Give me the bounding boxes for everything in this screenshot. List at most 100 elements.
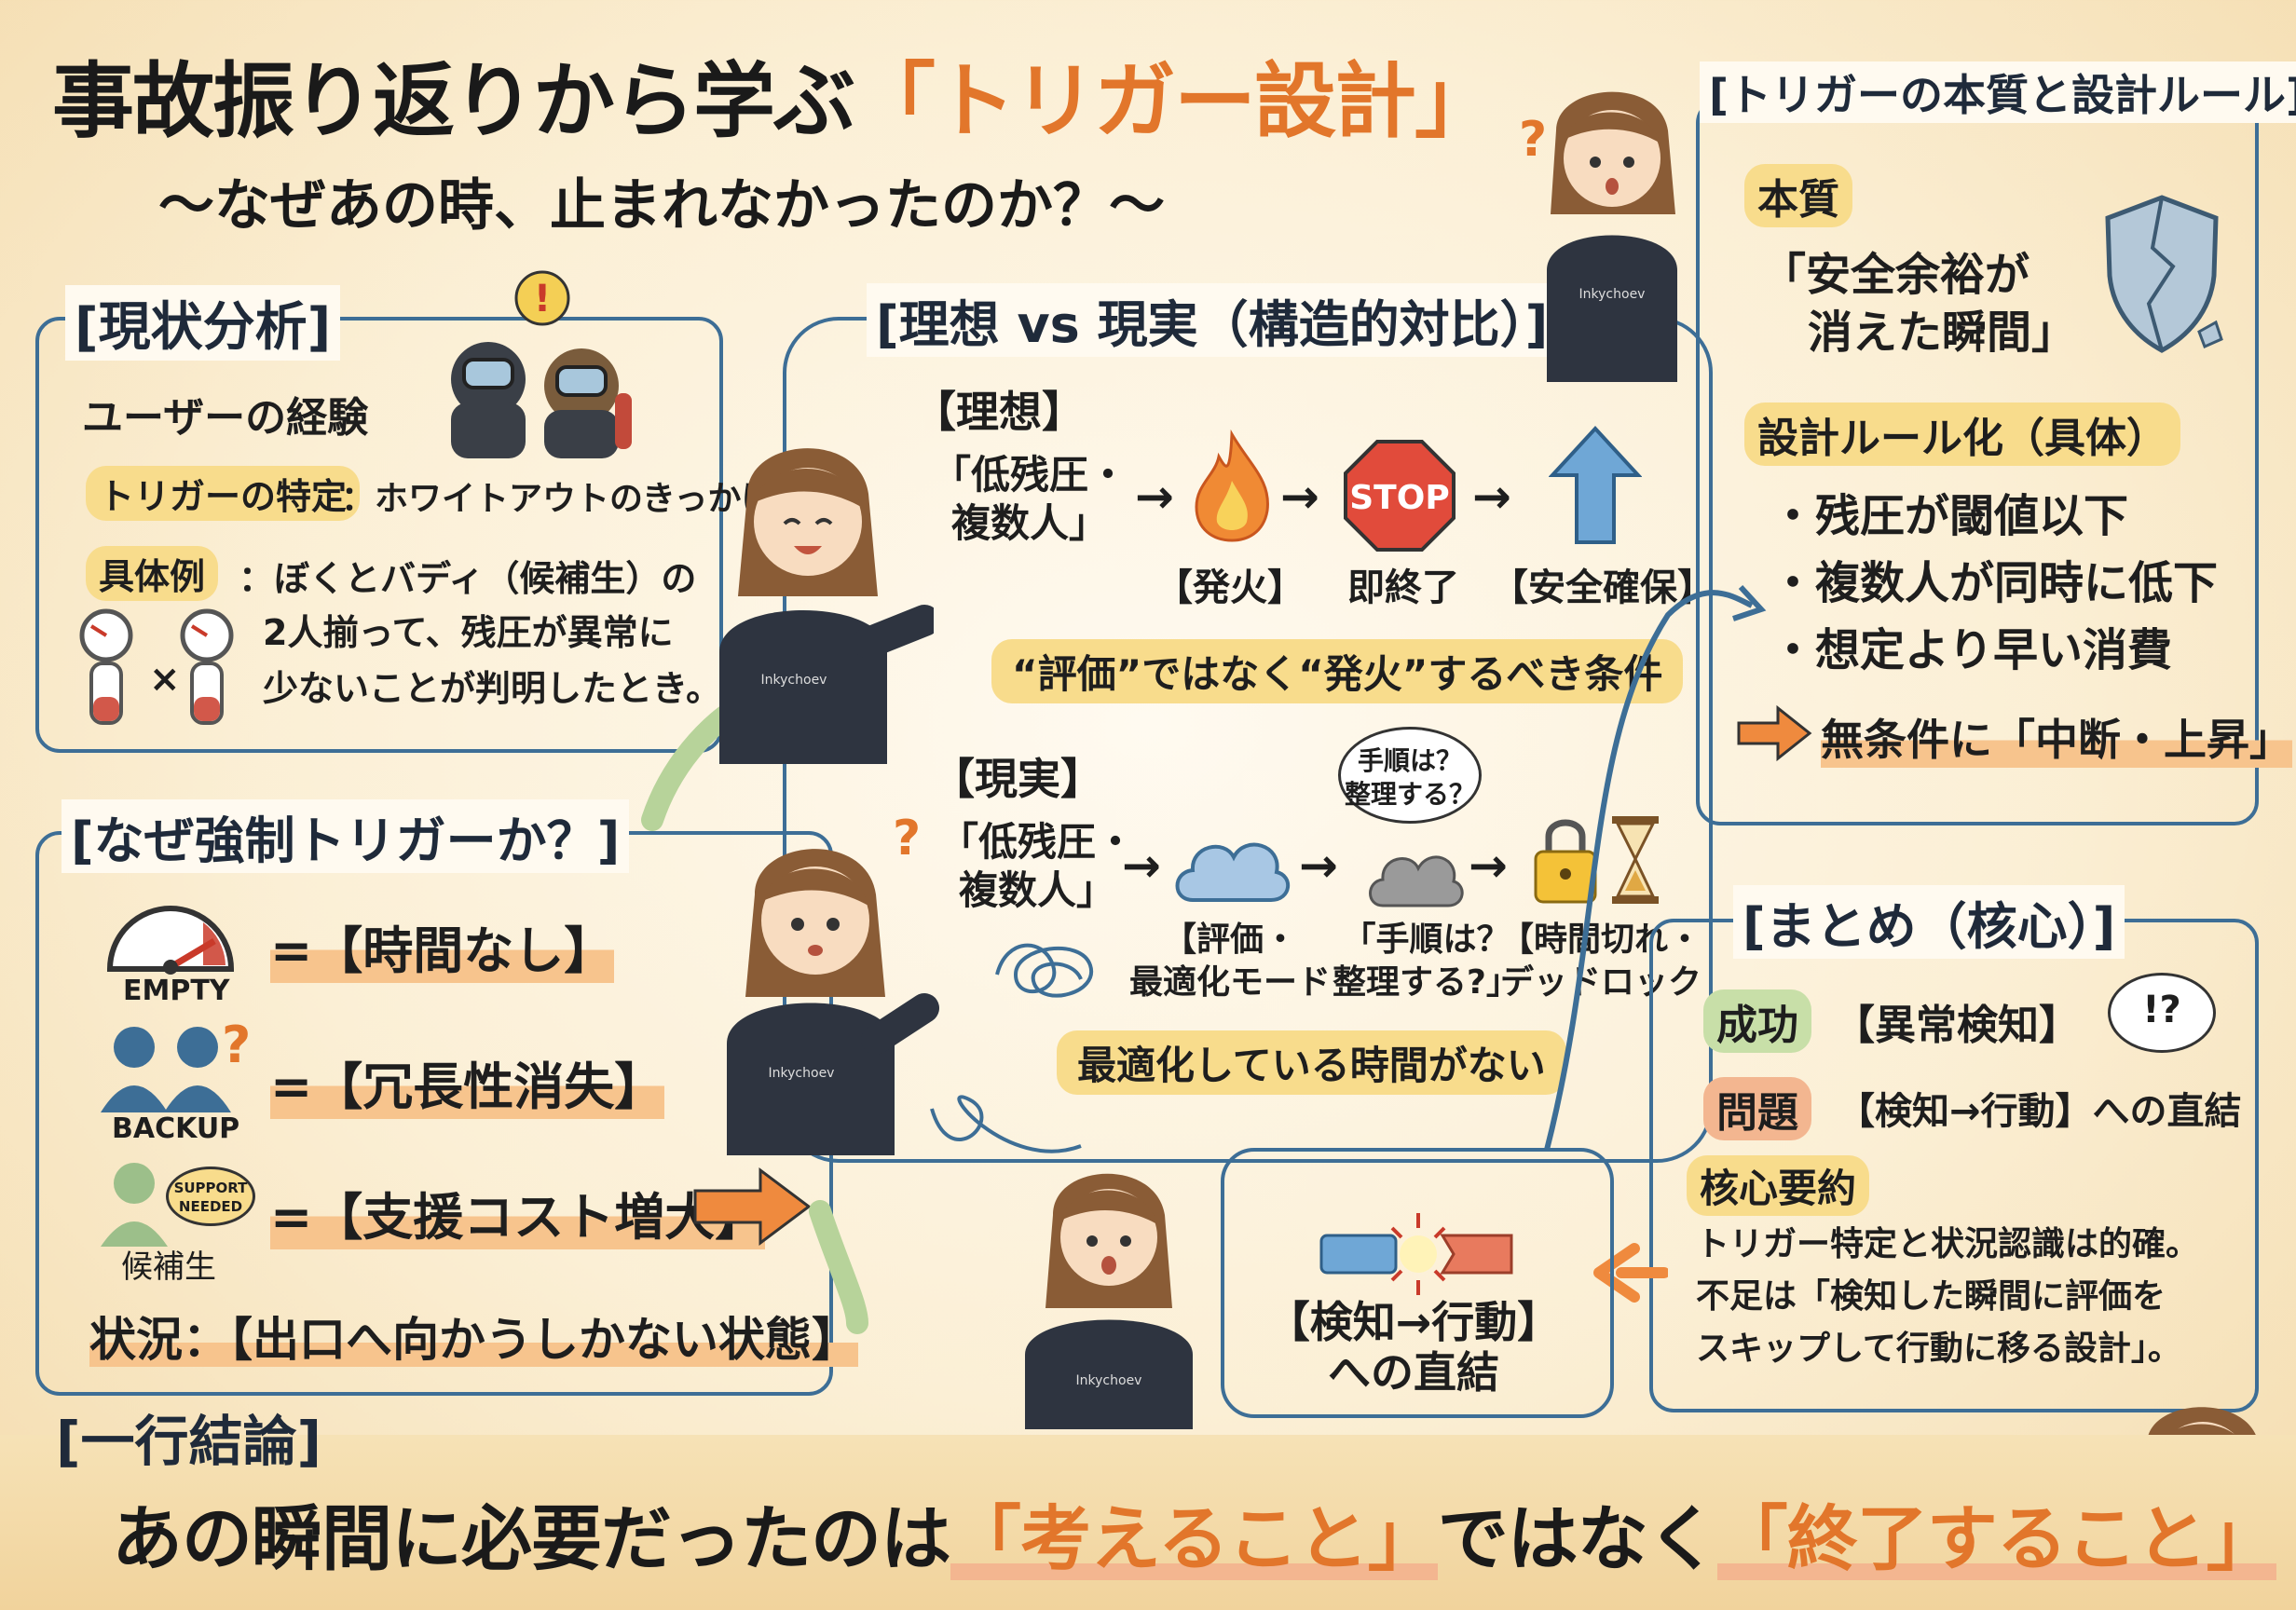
summary-left-arrow-icon	[1593, 1243, 1668, 1303]
core-line3: スキップして行動に移る設計」。	[1696, 1330, 2181, 1368]
reality-arrow-2: →	[1299, 839, 1338, 893]
candidate-label: 候補生	[121, 1248, 216, 1286]
core-line1: トリガー特定と状況認識は的確。	[1696, 1225, 2200, 1263]
essence-result-arrow-icon	[1737, 704, 1812, 762]
thinking-diver-character: Inkychoev	[1547, 91, 1677, 382]
essence-text-line1: 「安全余裕が	[1761, 249, 2030, 301]
situation-highlight: 状況：【出口へ向かうしかない状態】	[89, 1313, 858, 1367]
summary-thought-bubble: !?	[2108, 973, 2216, 1053]
example-line3: 少ないことが判明したとき。	[263, 668, 722, 709]
gray-thought-cloud-icon	[1369, 855, 1464, 907]
rule-2: ・複数人が同時に低下	[1770, 557, 2219, 609]
ideal-condition-line1: 「低残圧・	[932, 452, 1128, 498]
ideal-condition-line2: 複数人」	[951, 500, 1109, 546]
ideal-label: 【理想】	[913, 387, 1085, 437]
reality-question-icon: ?	[893, 811, 922, 866]
situation-text: 状況：【出口へ向かうしかない状態】	[89, 1303, 858, 1370]
ideal-arrow-1: →	[1135, 470, 1174, 524]
trigger-text: ：ホワイトアウトのきっかけ。	[341, 480, 807, 518]
ideal-note: “評価”ではなく“発火”するべき条件	[991, 639, 1684, 703]
reality-arrow-3: →	[1469, 839, 1508, 893]
essence-text: 「安全余裕が 消えた瞬間」	[1761, 246, 2076, 362]
stop-label: 即終了	[1347, 566, 1459, 609]
example-line2: 2人揃って、残圧が異常に	[263, 612, 674, 653]
backup-text: =【冗長性消失】	[270, 1045, 665, 1119]
backup-people-icon	[101, 1027, 231, 1112]
fire-label: 【発火】	[1155, 566, 1305, 609]
conclusion-part4: 「終了すること」	[1716, 1497, 2277, 1580]
suit-brand-2: Inkychoev	[761, 673, 827, 688]
timeout-label-line2: デッドロック	[1500, 963, 1702, 1002]
empty-text: =【時間なし】	[270, 909, 615, 983]
cloud-icon	[1175, 842, 1291, 902]
divers-illustration: !	[451, 270, 632, 458]
core-line2: 不足は「検知した瞬間に評価を	[1696, 1277, 2166, 1316]
up-arrow-icon	[1549, 426, 1642, 544]
main-title: 事故振り返りから学ぶ「トリガー設計」	[52, 35, 1496, 154]
example-label: 具体例	[86, 546, 219, 601]
user-experience-label: ユーザーの経験	[82, 394, 369, 442]
stop-sign-text: STOP	[1349, 479, 1449, 517]
title-part2: 「トリガー設計」	[854, 53, 1496, 149]
success-text: 【異常検知】	[1834, 1002, 2080, 1049]
empty-gauge-icon	[106, 906, 235, 975]
ideal-reality-heading: [理想 vs 現実（構造的対比）]	[867, 283, 1558, 357]
core-label: 核心要約	[1687, 1155, 1870, 1216]
suit-brand-3: Inkychoev	[769, 1066, 835, 1081]
summary-heading: [まとめ（核心）]	[1733, 885, 2125, 959]
direct-link-line1: 【検知→行動】	[1266, 1297, 1561, 1347]
current-analysis-heading: [現状分析]	[65, 285, 341, 361]
support-needed-badge: SUPPORT NEEDED	[166, 1167, 255, 1226]
support-badge-line2: NEEDED	[178, 1198, 243, 1215]
problem-label: 問題	[1703, 1077, 1811, 1140]
direct-link-panel	[1221, 1148, 1614, 1418]
diver-alert-icon: !	[534, 278, 551, 321]
backup-label: BACKUP	[112, 1112, 240, 1145]
suit-brand-1: Inkychoev	[1579, 287, 1646, 302]
backup-question-icon: ?	[222, 1016, 252, 1074]
safe-label: 【安全確保】	[1491, 566, 1715, 609]
broken-shield-icon	[2105, 195, 2223, 353]
candidate-person-icon	[101, 1163, 168, 1247]
reality-note: 最適化している時間がない	[1057, 1030, 1566, 1095]
success-label: 成功	[1703, 989, 1811, 1053]
reality-condition-line1: 「低残圧・	[939, 819, 1136, 865]
conclusion-heading: [一行結論]	[56, 1410, 322, 1473]
support-badge-line1: SUPPORT	[173, 1180, 248, 1196]
ideal-condition: 「低残圧・ 複数人」	[932, 451, 1128, 548]
conclusion-part1: あの瞬間に必要だったのは	[112, 1497, 951, 1580]
conclusion-part2: 「考えること」	[950, 1497, 1439, 1580]
ideal-arrow-3: →	[1472, 470, 1511, 524]
orange-arrow-right-icon	[693, 1167, 812, 1246]
cloud-label-line1: 【評価・	[1163, 921, 1298, 959]
current-analysis-panel	[35, 317, 723, 753]
title-part1: 事故振り返りから学ぶ	[52, 53, 855, 149]
reality-label: 【現実】	[932, 754, 1103, 804]
thinking-question-icon: ?	[1519, 112, 1548, 168]
surprised-diver-character: Inkychoev	[1025, 1173, 1193, 1429]
rule-1: ・残圧が閾値以下	[1770, 490, 2129, 542]
thought-label-line1: 「手順は？	[1342, 921, 1510, 959]
reality-condition: 「低残圧・ 複数人」	[939, 818, 1135, 915]
connection-clash-icon	[1319, 1213, 1513, 1295]
essence-result: 無条件に「中断・上昇」	[1821, 706, 2292, 768]
tangled-scribble-icon	[995, 943, 1094, 998]
reality-condition-line2: 複数人」	[959, 867, 1116, 913]
thought-label-line2: 整理する?」	[1332, 963, 1520, 1002]
essence-text-line2: 消えた瞬間」	[1808, 307, 2077, 359]
subtitle: ～なぜあの時、止まれなかったのか？～	[158, 173, 1165, 239]
trigger-label: トリガーの特定	[86, 466, 361, 521]
direct-link-label: 【検知→行動】 への直結	[1249, 1297, 1578, 1398]
smiling-diver-character: Inkychoev	[719, 448, 934, 764]
empty-label: EMPTY	[123, 975, 230, 1007]
ideal-arrow-2: →	[1280, 470, 1319, 524]
thinking-bubble-line2: 整理する？	[1344, 779, 1475, 810]
worried-diver-character: Inkychoev	[727, 849, 939, 1155]
suit-brand-4: Inkychoev	[1076, 1373, 1142, 1388]
cloud-label-line2: 最適化モード	[1129, 963, 1332, 1002]
conclusion-part3: ではなく	[1437, 1497, 1718, 1580]
gauge-times-sign: ×	[149, 658, 181, 701]
stop-sign-icon: STOP	[1344, 440, 1456, 552]
thinking-bubble-line1: 手順は？	[1357, 745, 1462, 776]
essence-heading: [トリガーの本質と設計ルール]	[1700, 61, 2296, 123]
